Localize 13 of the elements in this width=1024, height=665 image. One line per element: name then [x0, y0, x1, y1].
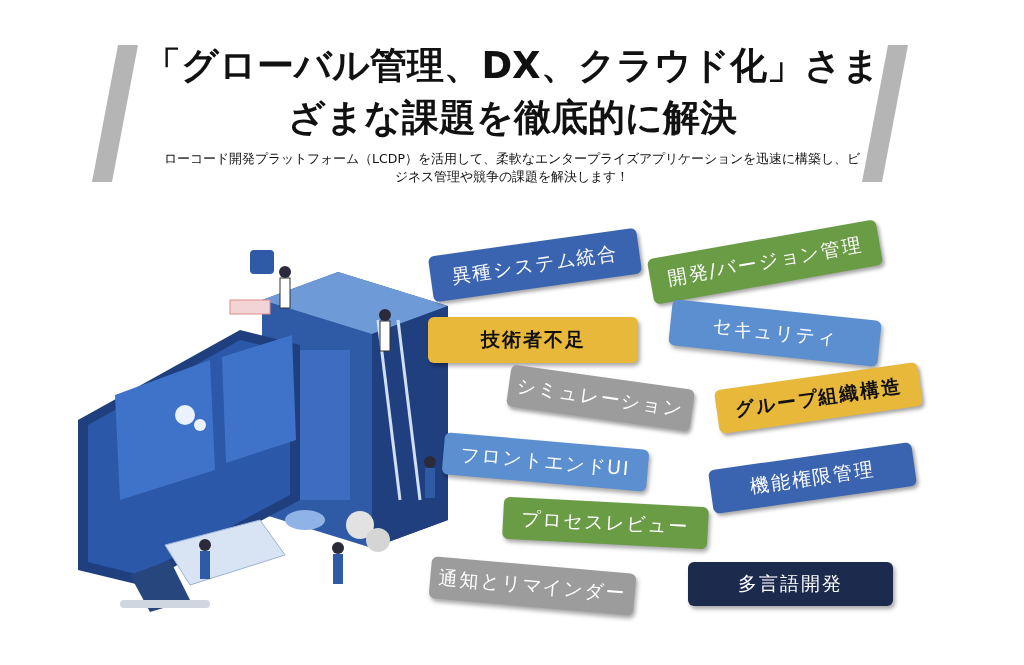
- tag-box: グループ組織構造: [713, 361, 923, 435]
- tag-box: 多言語開発: [687, 562, 893, 606]
- tag-box: セキュリティ: [668, 299, 882, 367]
- tag-box: 異種システム統合: [427, 227, 643, 303]
- tag-box: フロントエンドUI: [441, 432, 649, 492]
- tag-box: シミュレーション: [505, 364, 695, 432]
- tag-box: 通知とリマインダー: [428, 556, 636, 616]
- title: 「グローバル管理、DX、クラウド化」さまざまな課題を徹底的に解決: [143, 43, 881, 141]
- tag-box: 機能権限管理: [707, 441, 917, 515]
- tag-box: 技術者不足: [428, 317, 638, 363]
- tag-box: プロセスレビュー: [501, 496, 709, 550]
- tag-box: 開発/バージョン管理: [646, 219, 884, 305]
- subtitle: ローコード開発プラットフォーム（LCDP）を活用して、柔軟なエンタープライズアプリケーションを迅速に構築し、ビジネス管理や競争の課題を解決します！: [163, 150, 861, 186]
